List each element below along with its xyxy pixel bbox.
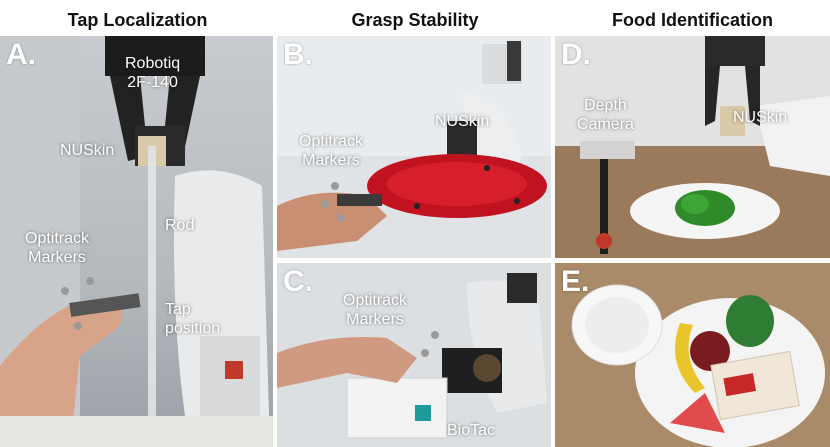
panel-label-b: B.	[283, 38, 313, 71]
title-food-identification: Food Identification	[612, 10, 773, 30]
annotation-tap-position: Tap position	[165, 300, 220, 338]
annotation-biotac: BioTac	[447, 422, 496, 439]
annotation-tap-line1: Tap	[165, 301, 191, 318]
annotation-rod: Rod	[165, 217, 195, 234]
panel-label-d: D.	[561, 38, 591, 71]
annotation-optitrack-a-line2: Markers	[28, 249, 86, 266]
annotation-optitrack-c: Optitrack Markers	[343, 291, 407, 329]
annotation-robotiq: Robotiq 2F-140	[125, 54, 180, 92]
panel-e-photo: E.	[555, 263, 830, 447]
annotation-depth-camera: Depth Camera	[577, 96, 634, 134]
title-grasp-stability: Grasp Stability	[351, 10, 479, 30]
panel-label-a: A.	[6, 38, 36, 71]
annotation-nuskin-a: NUSkin	[60, 142, 115, 159]
annotation-depth-line1: Depth	[584, 97, 627, 114]
annotation-robotiq-line1: Robotiq	[125, 55, 181, 72]
annotation-optitrack-a-line1: Optitrack	[25, 230, 90, 247]
annotation-optitrack-c-line2: Markers	[346, 311, 404, 328]
title-tap-localization: Tap Localization	[67, 10, 208, 30]
panel-label-e: E.	[561, 265, 590, 298]
annotation-optitrack-b-line2: Markers	[302, 152, 360, 169]
panel-a-photo: A. Robotiq 2F-140 NUSkin Rod Optitrack M…	[0, 36, 273, 447]
annotation-optitrack-b-line1: Optitrack	[299, 133, 364, 150]
annotation-nuskin-d: NUSkin	[733, 109, 788, 126]
panel-b-photo: B. Optitrack Markers NUSkin	[277, 36, 551, 258]
annotation-robotiq-line2: 2F-140	[127, 74, 178, 91]
annotation-optitrack-b: Optitrack Markers	[299, 132, 363, 170]
annotation-nuskin-b: NUSkin	[435, 113, 490, 130]
annotation-optitrack-c-line1: Optitrack	[343, 292, 408, 309]
annotation-depth-line2: Camera	[577, 116, 634, 133]
panel-label-c: C.	[283, 265, 313, 298]
panel-d-photo: D. Depth Camera NUSkin	[555, 36, 830, 258]
annotation-tap-line2: position	[165, 320, 221, 337]
panel-c-photo: C. Optitrack Markers BioTac	[277, 263, 551, 447]
annotation-optitrack-a: Optitrack Markers	[25, 229, 89, 267]
